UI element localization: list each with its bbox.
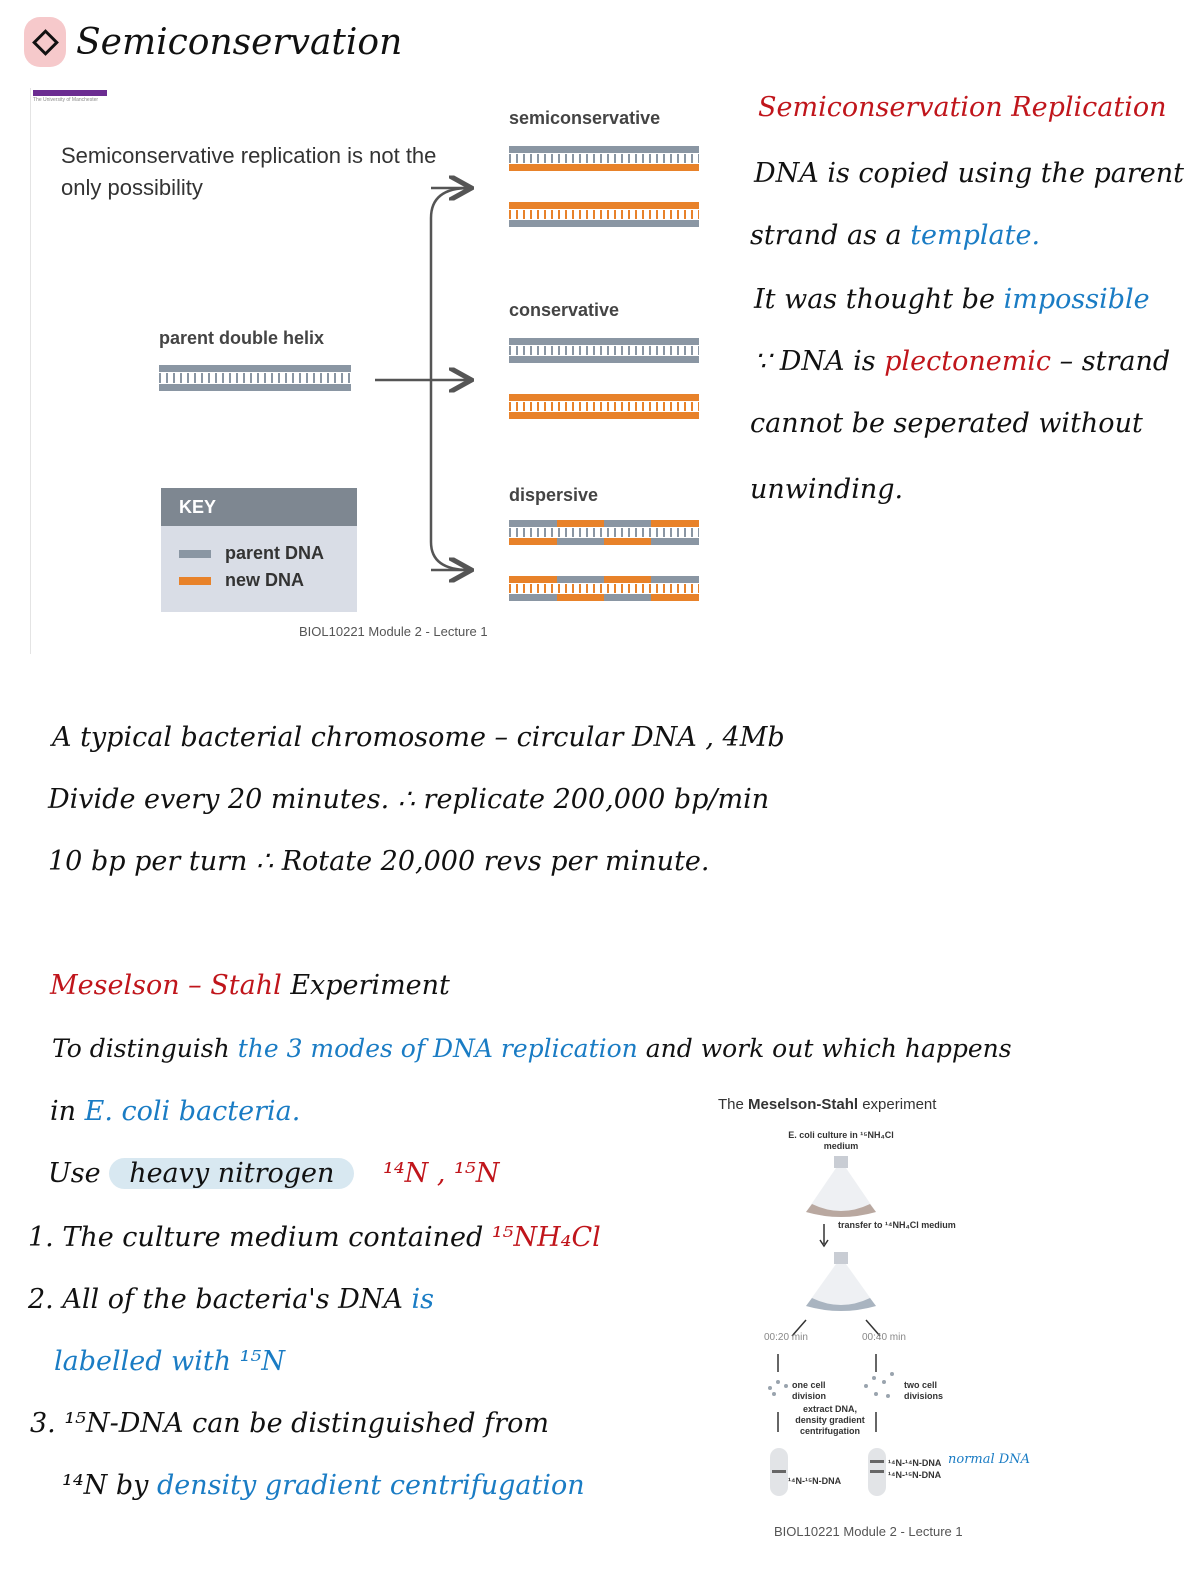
- replication-diagram: [159, 146, 699, 601]
- tube-1: [770, 1448, 788, 1496]
- slide2-title: The Meselson-Stahl experiment: [718, 1096, 937, 1113]
- notes-line-4: ∵ DNA is plectonemic – strand: [754, 346, 1171, 377]
- time-20: 00:20 min: [764, 1332, 808, 1343]
- slide2-footer: BIOL10221 Module 2 - Lecture 1: [774, 1524, 963, 1539]
- meselson-heading: Meselson – Stahl Experiment: [50, 970, 450, 1001]
- mid-line-1: A typical bacterial chromosome – circula…: [52, 722, 785, 753]
- parent-helix-label: parent double helix: [159, 328, 325, 348]
- meselson-line-6: labelled with ¹⁵N: [54, 1346, 285, 1377]
- meselson-line-1: To distinguish the 3 modes of DNA replic…: [52, 1034, 1012, 1063]
- meselson-line-2: in E. coli bacteria.: [50, 1096, 301, 1127]
- band-label-2a: ¹⁴N-¹⁴N-DNA: [888, 1458, 942, 1468]
- extract-label: extract DNA, density gradient centrifuga…: [795, 1404, 865, 1436]
- notes-line-3: It was thought be impossible: [754, 284, 1150, 315]
- key-row-parent: parent DNA: [179, 540, 357, 567]
- new-dna-swatch: [179, 576, 211, 585]
- dispersive-helices: [509, 520, 699, 601]
- key-parent-label: parent DNA: [225, 543, 325, 563]
- highlight-heavy-nitrogen: heavy nitrogen: [109, 1158, 355, 1189]
- notes-line-2: strand as a template.: [750, 220, 1041, 251]
- parent-helix: [159, 365, 351, 391]
- one-division-label: one cell division: [792, 1380, 827, 1401]
- culture-label: E. coli culture in ¹⁵NH₄Cl medium: [788, 1130, 894, 1151]
- dispersive-label: dispersive: [509, 485, 599, 505]
- diamond-icon: [24, 17, 66, 67]
- meselson-stahl-slide: The Meselson-Stahl experiment E. coli cu…: [716, 1092, 1030, 1552]
- meselson-line-8: ¹⁴N by density gradient centrifugation: [62, 1470, 585, 1501]
- slide1-footer: BIOL10221 Module 2 - Lecture 1: [299, 624, 488, 639]
- time-40: 00:40 min: [862, 1332, 906, 1343]
- meselson-line-7: 3. ¹⁵N-DNA can be distinguished from: [30, 1408, 549, 1439]
- normal-dna-note: normal DNA: [948, 1452, 1030, 1467]
- flask-2: [806, 1252, 876, 1311]
- conservative-label: conservative: [509, 300, 620, 320]
- semiconservative-helices: [509, 146, 699, 227]
- key-legend: KEY parent DNA new DNA: [161, 488, 357, 612]
- notes-line-1: DNA is copied using the parent: [754, 158, 1185, 189]
- band-label-2b: ¹⁴N-¹⁵N-DNA: [888, 1470, 942, 1480]
- two-division-label: two cell divisions: [904, 1380, 944, 1401]
- parent-dna-swatch: [179, 549, 211, 558]
- mid-line-3: 10 bp per turn ∴ Rotate 20,000 revs per …: [48, 846, 710, 877]
- notes-heading: Semiconservation Replication: [758, 92, 1167, 123]
- key-title: KEY: [161, 488, 357, 526]
- key-row-new: new DNA: [179, 567, 357, 594]
- title-text: Semiconservation: [76, 21, 403, 63]
- university-logo: The University of Manchester: [33, 90, 107, 108]
- meselson-line-3: Use heavy nitrogen ¹⁴N , ¹⁵N: [48, 1158, 500, 1189]
- key-new-label: new DNA: [225, 570, 305, 590]
- notes-line-5: cannot be seperated without: [750, 408, 1143, 439]
- semiconservative-label: semiconservative: [509, 108, 661, 128]
- slide-heading: Semiconservative replication is not the …: [61, 143, 437, 200]
- tube-2: [868, 1448, 886, 1496]
- meselson-line-4: 1. The culture medium contained ¹⁵NH₄Cl: [28, 1222, 601, 1253]
- page-title: Semiconservation: [24, 14, 402, 70]
- branch-arrows: [375, 188, 469, 570]
- experiment-diagram: [768, 1156, 894, 1496]
- flask-1: [806, 1156, 876, 1217]
- meselson-line-5: 2. All of the bacteria's DNA is: [28, 1284, 435, 1315]
- notes-line-6: unwinding.: [750, 474, 904, 505]
- conservative-helices: [509, 338, 699, 419]
- mid-line-2: Divide every 20 minutes. ∴ replicate 200…: [48, 784, 770, 815]
- replication-models-slide: The University of Manchester Semiconserv…: [30, 88, 711, 654]
- band-label-1: ¹⁴N-¹⁵N-DNA: [788, 1476, 842, 1486]
- transfer-label: transfer to ¹⁴NH₄Cl medium: [838, 1220, 956, 1230]
